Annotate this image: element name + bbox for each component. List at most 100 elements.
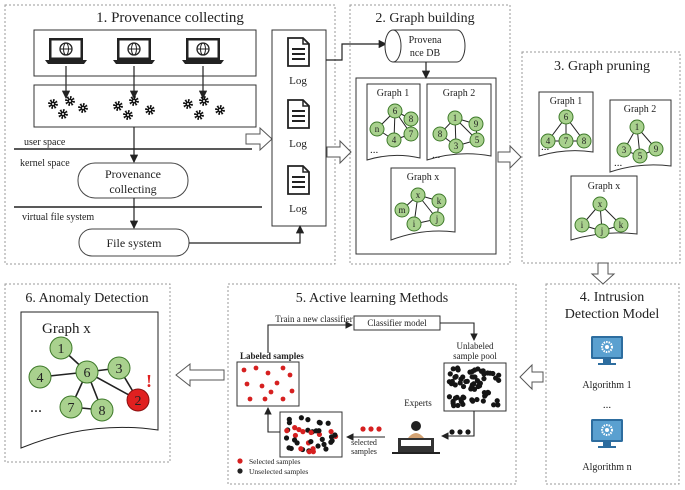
labeled-sample-dot bbox=[247, 396, 253, 402]
prune-graph2-node bbox=[629, 119, 645, 135]
vfs-label: virtual file system bbox=[22, 212, 94, 223]
db-label-1: Provena bbox=[409, 35, 442, 46]
build-graph1-node-label: 4 bbox=[392, 135, 397, 145]
build-graph2-node bbox=[448, 138, 464, 154]
arrow-idm-active bbox=[519, 363, 544, 391]
experts-icon bbox=[392, 421, 440, 454]
graph1-title: Graph 1 bbox=[377, 88, 410, 99]
unlabeled-sample-dot bbox=[454, 365, 461, 371]
build-graph2-node bbox=[447, 110, 463, 126]
unlabeled-sample-dot bbox=[449, 378, 455, 385]
mixed-sample-dot bbox=[328, 434, 335, 440]
unlabeled-sample-dot bbox=[483, 391, 489, 398]
anomaly-node-label: 3 bbox=[116, 362, 123, 377]
prune-graph2-node-label: 1 bbox=[635, 122, 640, 132]
prune-graph2-node-label: 5 bbox=[638, 151, 643, 161]
log-label-3: Log bbox=[289, 203, 307, 215]
prune-graph2-node-label: 3 bbox=[622, 145, 627, 155]
anomaly-node-label: 6 bbox=[84, 366, 91, 381]
labeled-sample-dot bbox=[265, 370, 271, 376]
arrow-mixed-labeled bbox=[264, 407, 280, 433]
build-graph2-node-label: 3 bbox=[454, 141, 459, 151]
panel-active-frame bbox=[227, 283, 517, 485]
gear-icon bbox=[65, 96, 75, 106]
unlabeled-label-1: Unlabeled bbox=[457, 341, 494, 351]
build-graph1-node-label: 6 bbox=[393, 106, 398, 116]
anomaly-node bbox=[126, 388, 150, 412]
labeled-sample-dot bbox=[289, 388, 295, 394]
legend-selected-label: Selected samples bbox=[249, 457, 301, 466]
gear-icon bbox=[48, 99, 58, 109]
classifier-label: Classifier model bbox=[367, 318, 427, 328]
arrow-build-prune bbox=[497, 144, 522, 170]
anomaly-node-label: 4 bbox=[37, 371, 44, 386]
labeled-sample-dot bbox=[268, 389, 274, 395]
mixed-sample-dot bbox=[328, 439, 334, 445]
build-graphx-node-label: i bbox=[413, 219, 416, 229]
unlabeled-sample-dot bbox=[470, 398, 476, 404]
prune-graph2-node bbox=[648, 141, 664, 157]
graphx-title: Graph x bbox=[407, 172, 440, 183]
labeled-sample-dot bbox=[253, 365, 259, 371]
labeled-sample-dot bbox=[280, 396, 286, 402]
labeled-sample-dot bbox=[287, 372, 293, 378]
selected-label-2: samples bbox=[351, 447, 377, 456]
gear-icon bbox=[129, 96, 139, 106]
build-graph1-node bbox=[403, 111, 419, 127]
anomaly-node-label: 1 bbox=[58, 342, 65, 357]
mixed-sample-dot bbox=[298, 415, 304, 421]
experts-label: Experts bbox=[404, 398, 432, 408]
prune-graphx-node bbox=[613, 217, 629, 233]
active-learning-title: 5. Active learning Methods bbox=[296, 291, 448, 306]
labeled-sample-dot bbox=[241, 367, 247, 373]
arrow-logs-db bbox=[326, 39, 388, 61]
prune-graphx-node-label: k bbox=[619, 220, 624, 230]
anomaly-node bbox=[59, 395, 83, 419]
prune-graphx-node bbox=[574, 217, 590, 233]
prune-graphx-node-label: x bbox=[598, 199, 603, 209]
build-graphx-node bbox=[394, 202, 410, 218]
unlabeled-sample-dot bbox=[470, 374, 477, 380]
log-document-icon bbox=[287, 37, 310, 67]
laptops-box bbox=[33, 29, 257, 77]
build-graphx-node-label: j bbox=[435, 214, 439, 224]
prune-graphx-node bbox=[594, 223, 610, 239]
train-label: Train a new classifier bbox=[275, 314, 352, 324]
algorithm-monitor-icon bbox=[590, 418, 624, 449]
unlabeled-label-2: sample pool bbox=[453, 351, 497, 361]
labeled-label: Labeled samples bbox=[240, 351, 304, 361]
gear-icon bbox=[58, 109, 68, 119]
gear-icon bbox=[199, 96, 209, 106]
processes-box bbox=[33, 84, 257, 128]
kernel-space-label: kernel space bbox=[20, 158, 70, 169]
unlabeled-sample-dot bbox=[476, 383, 483, 389]
gear-group-2 bbox=[113, 96, 155, 120]
build-graph1-node-label: 7 bbox=[409, 129, 414, 139]
graph1-card bbox=[366, 83, 421, 161]
mixed-sample-dot bbox=[328, 428, 334, 435]
pruned-graph2-title: Graph 2 bbox=[624, 104, 657, 115]
prune-graphx-node-label: i bbox=[581, 220, 584, 230]
anomaly-node bbox=[90, 398, 114, 422]
build-graphx-node-label: k bbox=[437, 196, 442, 206]
unlabeled-sample-dot bbox=[478, 368, 485, 374]
selected-label-1: selected bbox=[351, 438, 377, 447]
build-graph2-node-label: 5 bbox=[475, 135, 480, 145]
graph1-ellipsis: ... bbox=[370, 144, 379, 156]
mixed-sample-dot bbox=[313, 428, 319, 434]
anomaly-node-label: 8 bbox=[99, 404, 106, 419]
gear-icon bbox=[183, 99, 193, 109]
log-document-icon bbox=[287, 99, 310, 129]
prune-graph1-node bbox=[576, 133, 592, 149]
log-stack-box bbox=[271, 29, 327, 227]
unlabeled-sample-dot bbox=[487, 370, 493, 376]
unlabeled-sample-dot bbox=[447, 371, 453, 377]
anomaly-node bbox=[49, 336, 73, 360]
mixed-sample-dot bbox=[305, 417, 311, 423]
prune-graph1-node bbox=[540, 133, 556, 149]
algorithm1-label: Algorithm 1 bbox=[582, 380, 631, 391]
mixed-sample-dot bbox=[308, 429, 314, 436]
